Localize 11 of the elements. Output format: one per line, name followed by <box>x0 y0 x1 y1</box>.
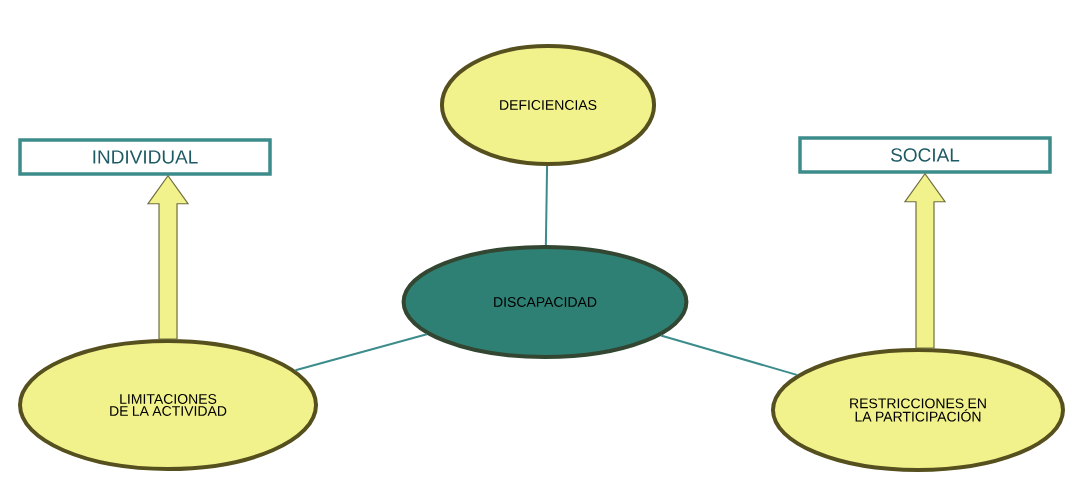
ellipse-node: RESTRICCIONES EN LA PARTICIPACIÓN <box>771 348 1065 472</box>
block-arrow <box>146 174 190 340</box>
ellipse-node: LIMITACIONES DE LA ACTIVIDAD <box>18 339 318 471</box>
label-box: SOCIAL <box>798 136 1052 174</box>
block-arrow <box>903 172 947 349</box>
ellipse-node: DEFICIENCIAS <box>439 44 657 166</box>
label-box: INDIVIDUAL <box>18 138 272 176</box>
ellipse-node: DISCAPACIDAD <box>401 245 689 359</box>
connector-line <box>544 165 549 246</box>
connector-line <box>659 334 798 376</box>
connector-line <box>294 333 428 372</box>
